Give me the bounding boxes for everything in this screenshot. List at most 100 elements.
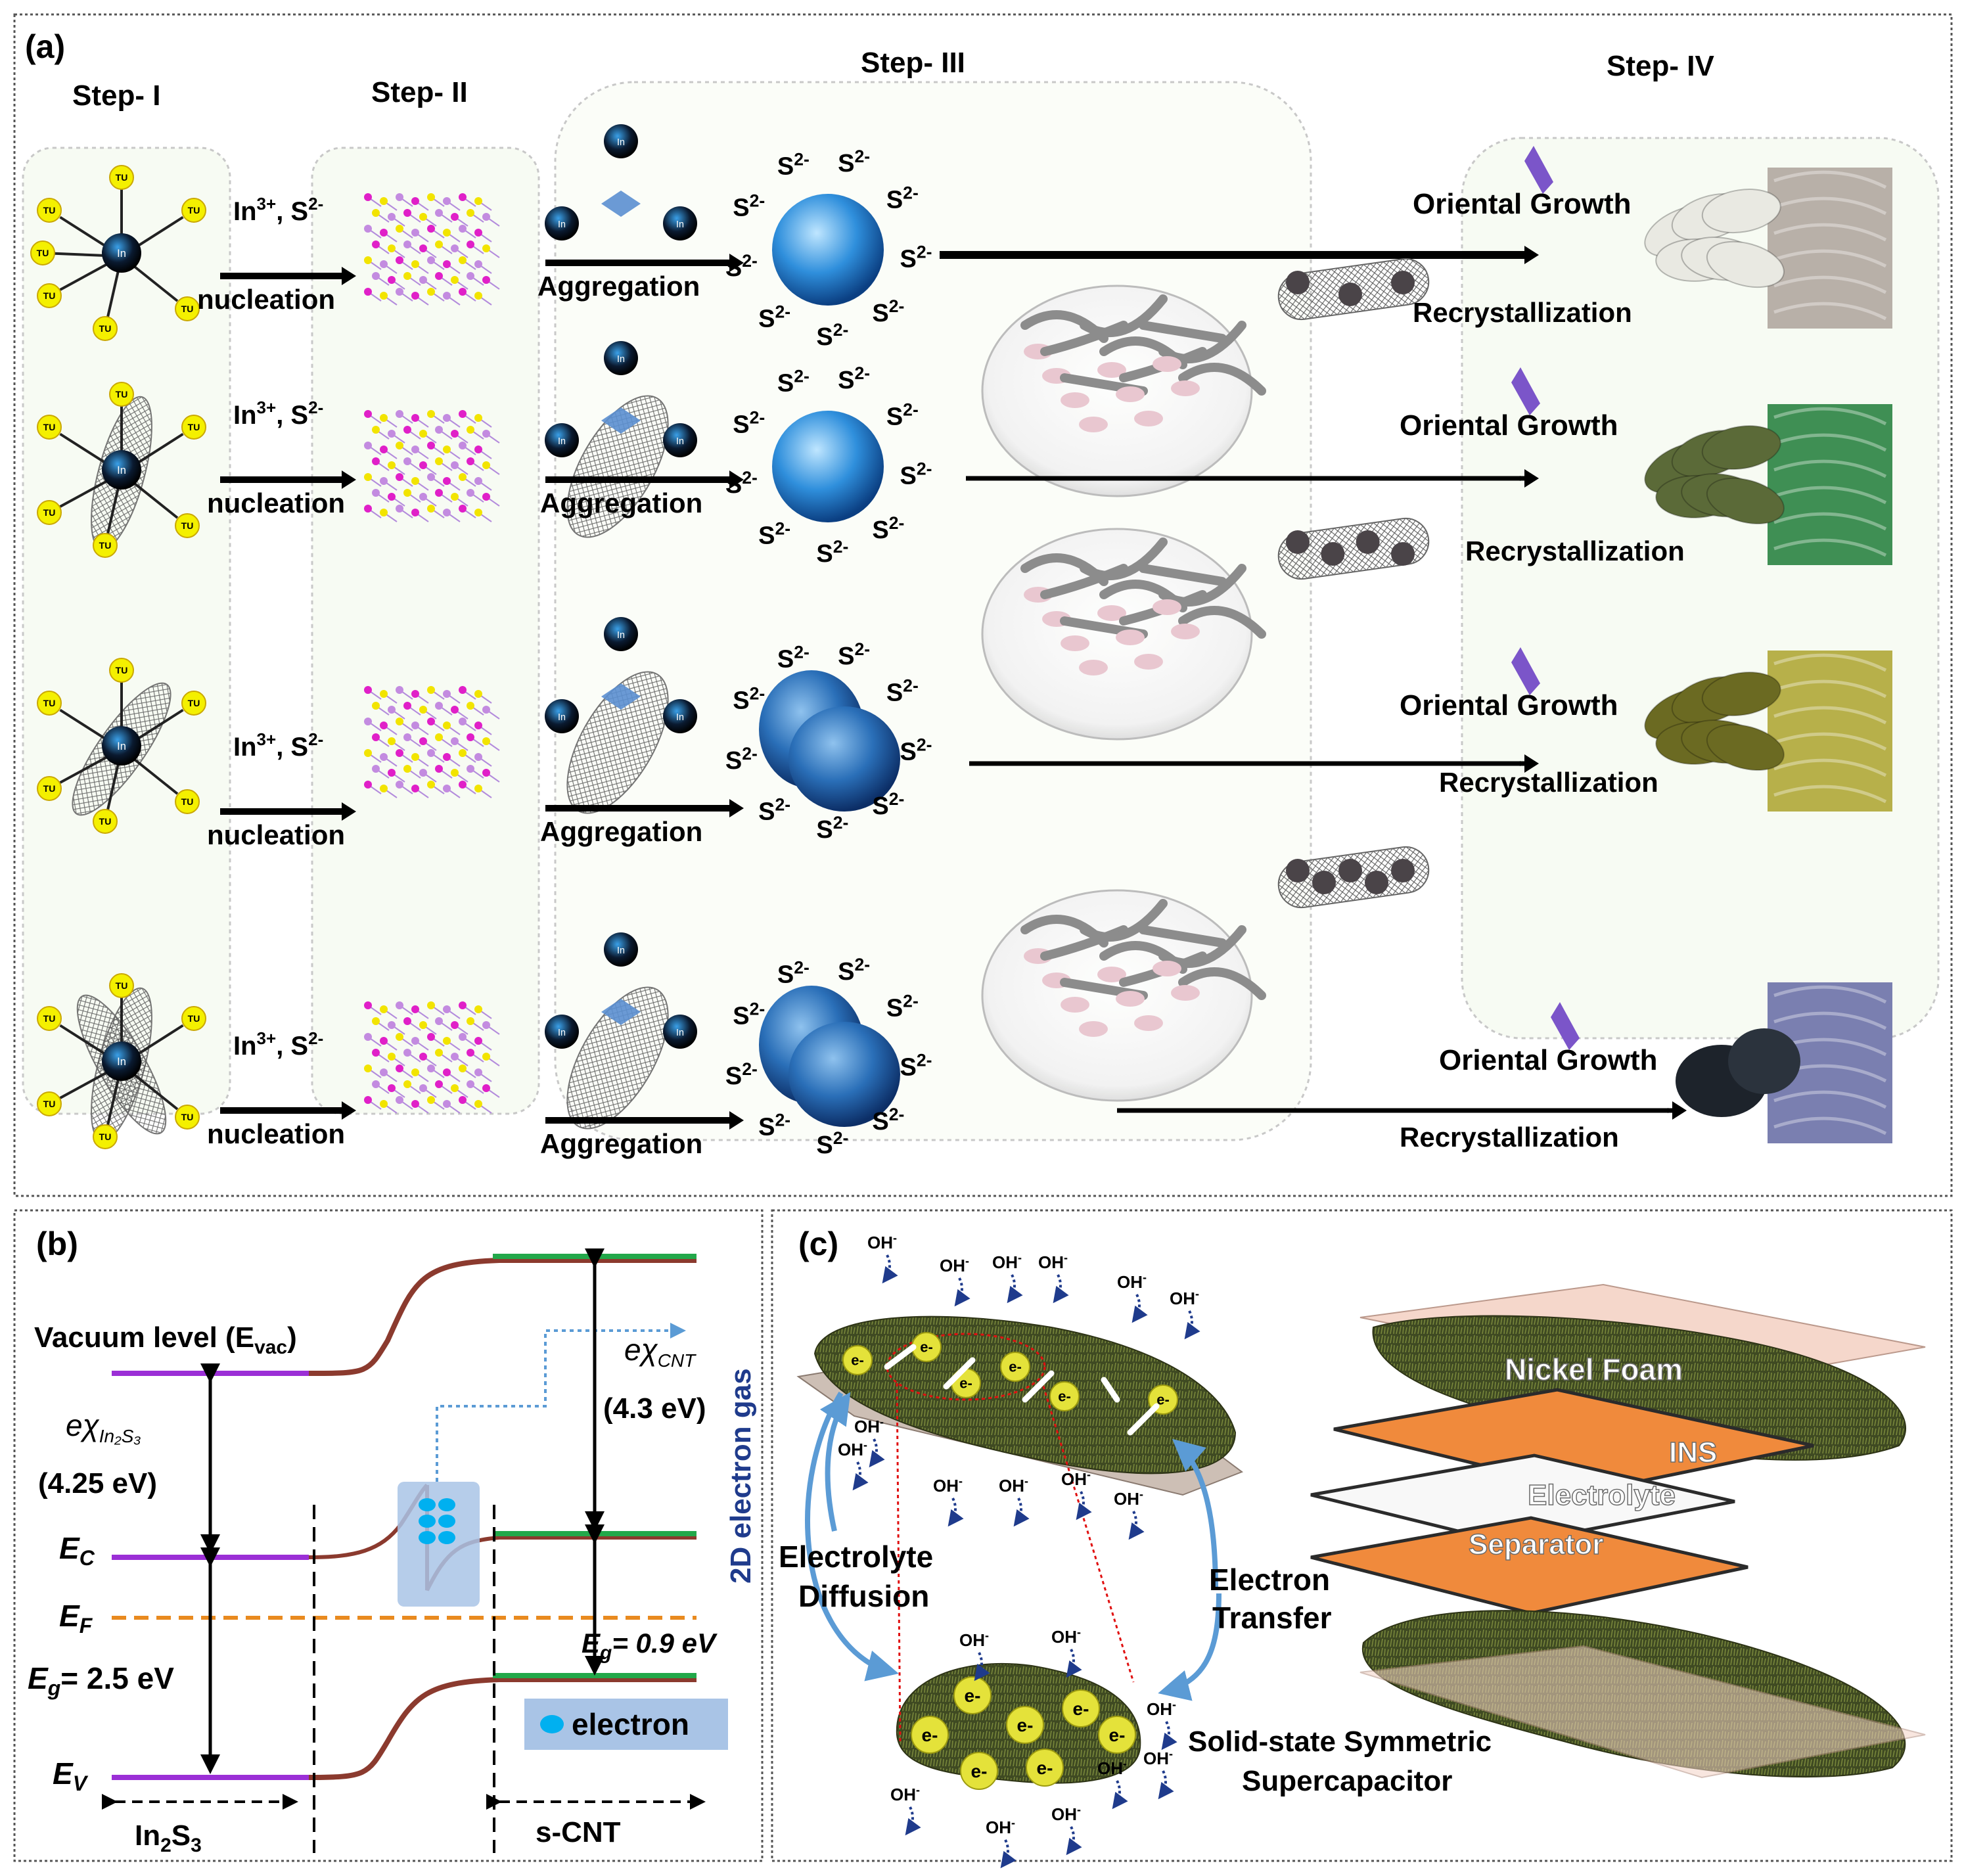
indium-label: In	[117, 1056, 126, 1068]
sulfide-ion-label: S2-	[725, 744, 758, 775]
growth-arrow-1-head	[1524, 246, 1539, 264]
indium-label: In	[558, 1028, 566, 1038]
indium-label: In	[117, 248, 126, 260]
sulfide-ion-label: S2-	[886, 676, 919, 707]
electron-particle-label: e-	[851, 1352, 864, 1369]
in2s3-flower-petal	[1706, 240, 1785, 288]
hydroxide-ion-label: OH-	[940, 1254, 969, 1275]
thiourea-ligand	[37, 691, 62, 716]
electron-particle-label: e-	[1017, 1715, 1034, 1735]
sulfide-ion-label: S2-	[733, 999, 765, 1030]
hydroxide-ion-label: OH-	[933, 1475, 963, 1496]
sulfide-ion-label: S2-	[777, 367, 810, 398]
oriental-growth-label-2: Oriental Growth	[1400, 409, 1618, 442]
electron-legend-dot	[540, 1715, 564, 1733]
sulfide-ion-label: S2-	[886, 992, 919, 1022]
hydroxide-ion-label: OH-	[959, 1629, 989, 1650]
thiourea-ligand	[93, 533, 118, 558]
hydroxide-ion-label: OH-	[890, 1783, 920, 1804]
thiourea-label: TU	[116, 172, 128, 183]
in2s3-particle	[1356, 530, 1380, 554]
cnt-strand	[1178, 606, 1266, 639]
growth-arrow-2-head	[1524, 469, 1539, 488]
decorated-cnt	[1277, 846, 1430, 909]
indium-precursor-top	[604, 341, 638, 375]
sulfide-ion-label: S2-	[886, 183, 919, 214]
in2s3-flake	[1079, 1021, 1108, 1037]
indium-label: In	[676, 1028, 684, 1038]
in2s3-flake	[1061, 635, 1089, 651]
chi-in2s3-label: eχIn₂S₃	[66, 1408, 141, 1446]
in2s3-flower-petal	[1701, 189, 1781, 234]
sulfide-ion-label: S2-	[872, 296, 904, 327]
electron-particle	[1062, 1689, 1100, 1727]
indium-precursor-right	[663, 699, 697, 733]
vacuum-level-label: Vacuum level (Evac)	[34, 1321, 297, 1358]
thiourea-ligand	[175, 1105, 200, 1130]
in2s3-flake	[1097, 362, 1126, 378]
in2s3-particle	[1286, 271, 1310, 294]
step-4-title: Step- IV	[1607, 50, 1714, 82]
electron-particle-label: e-	[1073, 1699, 1089, 1719]
in2s3-flake	[1134, 1015, 1163, 1031]
electron-gas-box	[398, 1482, 480, 1607]
thiourea-label: TU	[43, 1099, 56, 1109]
growth-arrow-3-head	[1524, 754, 1539, 773]
thiourea-label: TU	[99, 323, 112, 334]
nucleation-label-1: nucleation	[197, 284, 335, 315]
indium-precursor-right	[663, 1015, 697, 1049]
panel-c-label: (c)	[798, 1225, 838, 1262]
thiourea-label: TU	[43, 507, 56, 518]
electrolyte-diffusion-label: Electrolyte Diffusion	[779, 1540, 942, 1613]
aggregation-linker	[601, 407, 641, 434]
electrolyte-diffusion-arrow	[805, 1391, 899, 1682]
sulfide-ion-label: S2-	[758, 519, 790, 550]
hydroxide-diffusion-arrow	[1128, 1511, 1145, 1540]
in2s3-flake	[1061, 997, 1089, 1013]
indium-complex-center	[102, 726, 141, 766]
thiourea-ligand	[109, 658, 134, 683]
nucleation-label-3: nucleation	[207, 819, 345, 850]
nucleation-label-4: nucleation	[207, 1118, 345, 1149]
thiourea-label: TU	[37, 248, 49, 258]
electron-particle	[960, 1752, 998, 1790]
in2s3-flake	[1134, 411, 1163, 426]
thiourea-ligand	[175, 296, 200, 321]
indium-label: In	[117, 465, 126, 476]
sulfide-ion-label: S2-	[816, 813, 848, 844]
electron-cluster	[419, 1498, 455, 1544]
charge-flow-arrow	[1022, 1370, 1055, 1403]
hydroxide-ion-label: OH-	[986, 1816, 1015, 1837]
sulfide-ion-label: S2-	[725, 468, 758, 499]
hydroxide-diffusion-arrow	[1066, 1826, 1082, 1856]
hydroxide-ion-label: OH-	[1051, 1626, 1081, 1647]
electron-transfer-arrow-up	[1172, 1438, 1218, 1591]
in2s3-crystal-lattice	[364, 686, 500, 798]
step-2-title: Step- II	[371, 76, 468, 108]
thiourea-label: TU	[188, 1013, 200, 1024]
electron-particle-label: e-	[965, 1685, 981, 1706]
in2s3-particle	[1391, 271, 1415, 294]
chi-cnt-label: eχCNT	[624, 1333, 697, 1371]
indium-precursor-top	[604, 932, 638, 967]
in2s3-flake	[1079, 417, 1108, 432]
electron-particle	[1006, 1706, 1044, 1744]
thiourea-label: TU	[99, 540, 112, 551]
oriental-growth-label-1: Oriental Growth	[1413, 188, 1631, 220]
precursor-ions-label: In3+, S2-	[233, 729, 323, 762]
indium-precursor-left	[545, 206, 579, 240]
step-2-zone	[311, 147, 540, 1115]
sulfide-ion-label: S2-	[816, 1128, 848, 1159]
recrystallization-label-1: Recrystallization	[1413, 297, 1632, 328]
aggregation-label-3: Aggregation	[540, 816, 702, 847]
ev-label: EV	[53, 1756, 89, 1795]
sulfide-ion-label: S2-	[886, 400, 919, 431]
sem-micrograph	[1768, 651, 1892, 812]
thiourea-label: TU	[43, 290, 56, 301]
cnt-strand	[1139, 925, 1227, 948]
in2s3-nanosphere	[772, 411, 884, 522]
thiourea-label: TU	[43, 698, 56, 708]
thiourea-label: TU	[181, 520, 194, 531]
electron-transfer-label: Electron Transfer	[1209, 1563, 1338, 1635]
